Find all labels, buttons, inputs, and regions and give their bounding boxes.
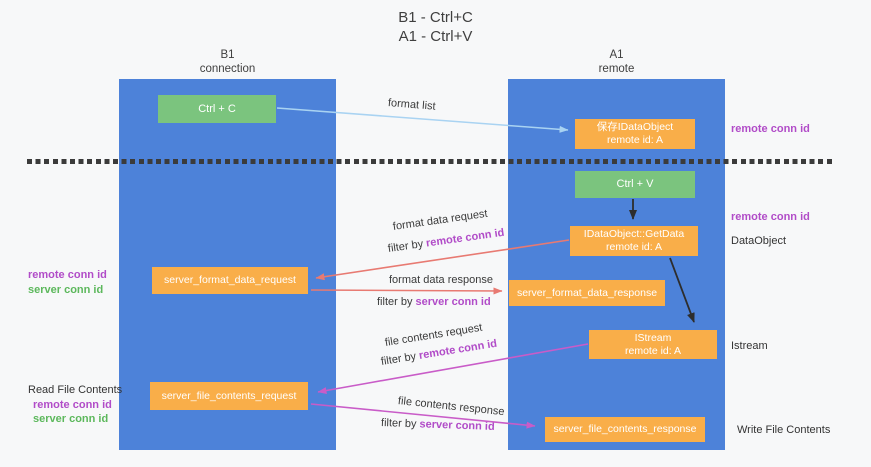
node-server-format-data-response-label: server_format_data_response (516, 286, 658, 299)
side-label-read-file-contents: Read File Contents (28, 384, 123, 396)
arrow-format-data-response (310, 287, 503, 295)
node-idataobject-getdata-line2: remote id: A (605, 241, 663, 253)
title-line-1: B1 - Ctrl+C (398, 9, 473, 26)
lane-a1-role: remote (598, 63, 635, 75)
node-server-format-data-response: server_format_data_response (509, 280, 665, 306)
lane-b1-role: connection (199, 63, 256, 75)
node-ctrl-c-label: Ctrl + C (198, 102, 236, 115)
side-label-left-server-conn-id-1: server conn id (28, 284, 104, 296)
node-istream-line2: remote id: A (624, 344, 682, 357)
lane-header-a1: A1 remote (508, 48, 725, 76)
side-label-dataobject: DataObject (731, 235, 787, 247)
label-format-list: format list (387, 97, 437, 113)
node-server-file-contents-response: server_file_contents_response (545, 417, 705, 442)
title-line-2: A1 - Ctrl+V (398, 28, 473, 45)
node-istream: IStream remote id: A (589, 330, 717, 359)
node-server-file-contents-request: server_file_contents_request (150, 382, 308, 410)
filter-key-server-conn-id-1: server conn id (415, 296, 491, 308)
filter-prefix-1: filter by (387, 237, 427, 255)
node-ctrl-v-label: Ctrl + V (616, 178, 654, 190)
lane-a1-name: A1 (609, 49, 624, 61)
node-server-file-contents-request-label: server_file_contents_request (161, 389, 297, 402)
filter-prefix-2: filter by (377, 296, 416, 308)
side-label-left-remote-conn-id-1: remote conn id (28, 269, 107, 281)
node-idataobject-getdata: IDataObject::GetData remote id: A (570, 226, 698, 256)
label-file-contents-response: file contents response (397, 395, 506, 419)
node-save-idataobject-line1: 保存IDataObject (596, 121, 674, 133)
phase-separator-dashed-line (27, 159, 833, 164)
node-save-idataobject-line2: remote id: A (606, 134, 664, 146)
node-server-file-contents-response-label: server_file_contents_response (553, 423, 697, 435)
node-idataobject-getdata-line1: IDataObject::GetData (583, 228, 685, 240)
label-filter-by-server-conn-id-1: filter by server conn id (377, 296, 491, 308)
label-format-data-request: format data request (392, 207, 489, 233)
filter-prefix-3: filter by (380, 350, 420, 368)
node-ctrl-c: Ctrl + C (158, 95, 276, 123)
side-label-left-remote-conn-id-2: remote conn id (33, 399, 112, 411)
lane-b1-name: B1 (220, 49, 235, 61)
side-label-remote-conn-id-top: remote conn id (731, 123, 810, 135)
diagram-title: B1 - Ctrl+C A1 - Ctrl+V (0, 8, 871, 46)
label-filter-by-server-conn-id-2: filter by server conn id (381, 417, 495, 433)
filter-key-remote-conn-id-1: remote conn id (425, 226, 506, 250)
label-format-data-response: format data response (389, 274, 493, 286)
side-label-write-file-contents: Write File Contents (737, 424, 831, 436)
side-label-left-server-conn-id-2: server conn id (33, 413, 109, 425)
node-istream-line1: IStream (634, 331, 672, 344)
node-ctrl-v: Ctrl + V (575, 171, 695, 198)
filter-key-server-conn-id-2: server conn id (419, 418, 495, 433)
node-server-format-data-request: server_format_data_request (152, 267, 308, 294)
node-save-idataobject: 保存IDataObject remote id: A (575, 119, 695, 149)
node-server-format-data-request-label: server_format_data_request (164, 274, 296, 286)
side-label-istream: Istream (731, 340, 768, 352)
filter-prefix-4: filter by (380, 417, 420, 431)
side-label-remote-conn-id-mid: remote conn id (731, 211, 810, 223)
lane-header-b1: B1 connection (119, 48, 336, 76)
